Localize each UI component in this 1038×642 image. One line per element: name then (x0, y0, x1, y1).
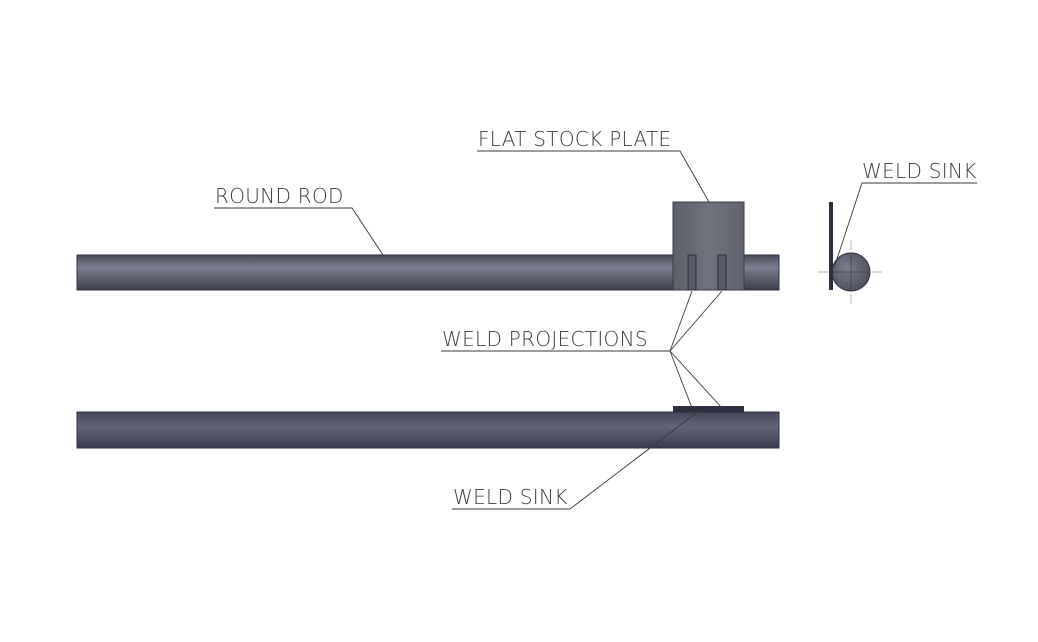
flat-stock-plate-label: FLAT STOCK PLATE (478, 127, 671, 151)
weld-sink-side-callout: WELD SINK (833, 159, 977, 269)
top-view (76, 201, 780, 291)
weld-projection-right (717, 254, 727, 291)
weld-sink-side-leader (833, 182, 977, 269)
weld-projections-callout: WELD PROJECTIONS (441, 290, 723, 409)
weld-sink-side-label: WELD SINK (862, 159, 977, 183)
flat-stock-plate-callout: FLAT STOCK PLATE (477, 127, 710, 203)
weld-projections-leader-3 (669, 350, 693, 409)
flat-stock-plate-side (673, 406, 744, 412)
side-view (76, 406, 780, 449)
weld-projections-label: WELD PROJECTIONS (442, 327, 648, 351)
weld-projections-leader-2 (669, 290, 723, 352)
round-rod-top (76, 254, 780, 291)
flat-stock-plate-leader (477, 150, 710, 203)
weld-sink-bottom-callout: WELD SINK (452, 409, 701, 510)
weld-sink-bottom-label: WELD SINK (453, 485, 568, 509)
weld-projections-leader-1 (669, 290, 693, 352)
round-rod-label: ROUND ROD (215, 184, 344, 208)
round-rod-callout: ROUND ROD (214, 184, 384, 256)
flat-stock-plate (672, 201, 745, 291)
end-view (818, 202, 884, 304)
weld-projections-leader-4 (669, 350, 723, 409)
weld-sink-bottom-leader (452, 409, 701, 510)
round-rod-leader (214, 207, 384, 256)
round-rod-side (76, 411, 780, 449)
weld-projection-left (687, 254, 697, 291)
flat-stock-plate-edge (829, 202, 833, 290)
